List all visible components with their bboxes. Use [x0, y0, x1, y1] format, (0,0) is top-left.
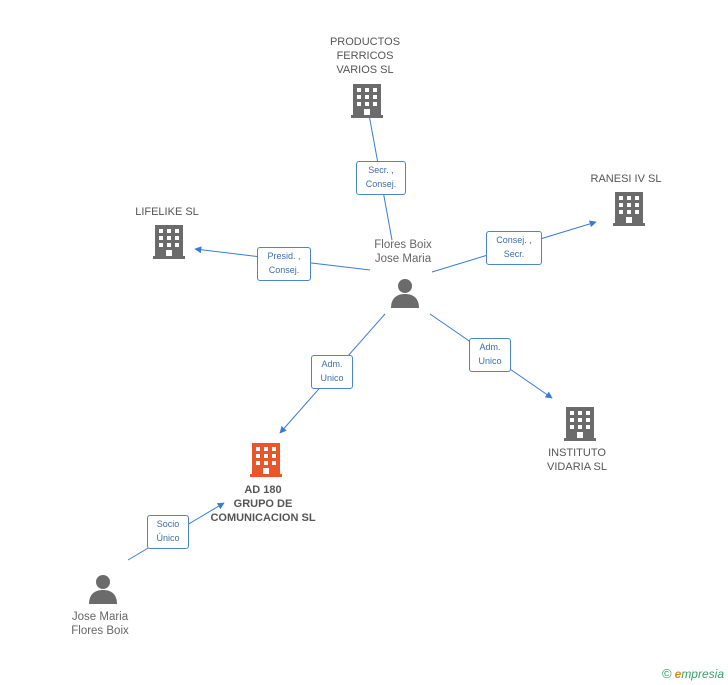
brand-name-first: e: [674, 667, 682, 681]
edge-label-to-instituto: Adm. Unico: [469, 338, 511, 372]
node-label-lifelike: LIFELIKE SL: [135, 206, 199, 218]
edge-label-bottom-to-ad180: Socio Único: [147, 515, 189, 549]
node-label-bottom-person: Jose Maria Flores Boix: [71, 611, 129, 637]
node-label-ranesi: RANESI IV SL: [590, 173, 662, 185]
edge-label-to-lifelike: Presid. , Consej.: [257, 247, 311, 281]
building-icon[interactable]: [153, 225, 185, 259]
edge-label-to-ad180: Adm. Unico: [311, 355, 353, 389]
copyright-icon: ©: [662, 666, 672, 681]
person-icon[interactable]: [390, 278, 420, 308]
node-label-ad180: AD 180 GRUPO DE COMUNICACION SL: [210, 484, 316, 524]
node-label-instituto-vidaria: INSTITUTO VIDARIA SL: [547, 447, 607, 473]
building-icon[interactable]: [564, 407, 596, 441]
brand-name-rest: mpresia: [681, 667, 724, 681]
person-icon[interactable]: [88, 574, 118, 604]
building-icon[interactable]: [351, 84, 383, 118]
node-label-center-person: Flores Boix Jose Maria: [374, 239, 432, 265]
building-icon[interactable]: [250, 443, 282, 477]
building-icon[interactable]: [613, 192, 645, 226]
brand-watermark: ©empresia: [662, 666, 724, 681]
node-label-productos-ferricos: PRODUCTOS FERRICOS VARIOS SL: [329, 36, 401, 76]
edge-label-to-ranesi: Consej. , Secr.: [486, 231, 542, 265]
edge-label-to-productos: Secr. , Consej.: [356, 161, 406, 195]
